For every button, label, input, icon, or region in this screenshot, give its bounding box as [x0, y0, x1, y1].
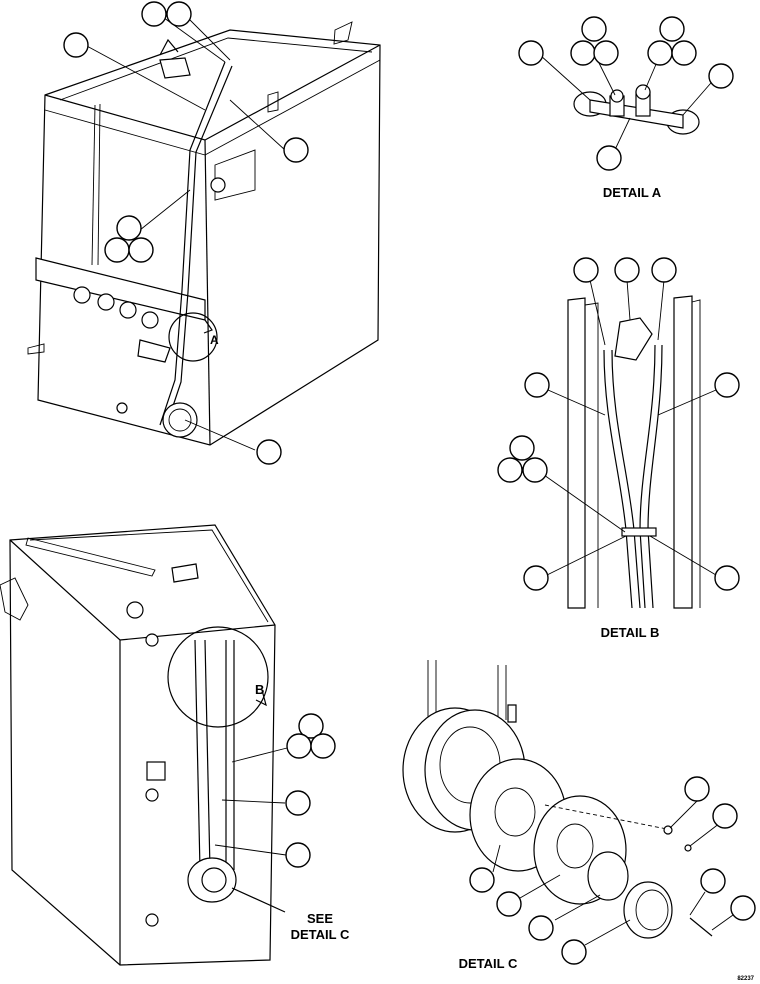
- detail-a-view: [573, 84, 700, 135]
- upper-tank-assembly: A: [27, 21, 381, 446]
- detail-a-callouts: DETAIL A: [518, 16, 734, 200]
- detail-b-caption: DETAIL B: [601, 625, 660, 640]
- drawing-number: 82237: [737, 976, 754, 982]
- detail-b-marker: B: [255, 682, 264, 697]
- detail-a-marker: A: [210, 333, 219, 347]
- detail-c-callouts: DETAIL C: [459, 776, 756, 971]
- upper-tank-callouts: [63, 1, 309, 465]
- detail-c-view: [402, 660, 713, 939]
- detail-b-view: [567, 295, 701, 609]
- lower-tank-assembly: B: [0, 524, 276, 966]
- detail-b-callouts: DETAIL B: [497, 257, 740, 640]
- see-detail-c-line2: DETAIL C: [291, 927, 350, 942]
- see-detail-c-line1: SEE: [307, 911, 333, 926]
- detail-a-caption: DETAIL A: [603, 185, 662, 200]
- detail-c-caption: DETAIL C: [459, 956, 518, 971]
- lower-tank-callouts: SEE DETAIL C: [214, 713, 350, 942]
